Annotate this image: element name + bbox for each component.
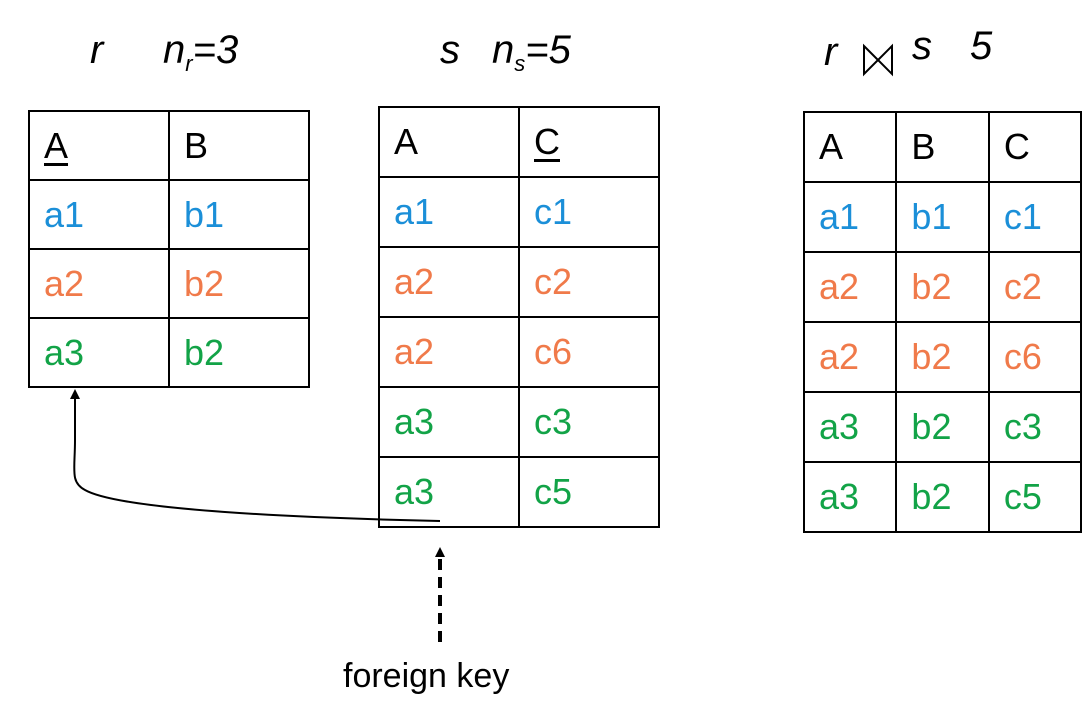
column-header: B <box>895 111 990 183</box>
reference-arrow <box>70 389 441 522</box>
table-cell: c6 <box>987 321 1082 393</box>
relation-r-name: r <box>90 28 104 72</box>
relation-s-name: s <box>440 28 460 72</box>
join-count-value: 5 <box>970 24 993 68</box>
table-cell: c2 <box>518 246 660 318</box>
cardinality-subscript: r <box>185 51 193 76</box>
table-cell: a3 <box>378 386 520 458</box>
table-cell: c1 <box>987 181 1082 253</box>
foreign-key-label: foreign key <box>343 657 510 695</box>
table-cell: c5 <box>518 456 660 528</box>
join-right-operand-wrap: s <box>912 26 932 66</box>
table-cell: a1 <box>802 181 898 253</box>
table-cell: a1 <box>28 179 170 250</box>
table-cell: c3 <box>518 386 660 458</box>
cardinality-value: =3 <box>192 28 239 72</box>
column-header: A <box>802 111 898 183</box>
column-header: C <box>987 111 1082 183</box>
table-cell: b2 <box>895 461 990 533</box>
relation-s-title: s <box>440 30 460 70</box>
table-cell: a3 <box>802 391 898 463</box>
table-cell: b2 <box>168 248 310 319</box>
relation-r-title: r <box>90 30 103 70</box>
column-header: B <box>168 110 310 181</box>
table-cell: b1 <box>168 179 310 250</box>
table-cell: b2 <box>895 391 990 463</box>
table-cell: a3 <box>802 461 898 533</box>
column-header: A <box>28 110 170 181</box>
table-cell: a2 <box>378 316 520 388</box>
table-cell: a3 <box>378 456 520 528</box>
table-cell: b2 <box>895 321 990 393</box>
relation-s-cardinality: ns=5 <box>492 30 571 75</box>
table-cell: c5 <box>987 461 1082 533</box>
table-cell: c3 <box>987 391 1082 463</box>
join-title: r <box>824 32 837 72</box>
relation-r-cardinality: nr=3 <box>163 30 238 75</box>
column-header: A <box>378 106 520 178</box>
join-left-operand: r <box>824 30 838 74</box>
join-right-operand: s <box>912 24 932 68</box>
table-cell: b1 <box>895 181 990 253</box>
cardinality-subscript: s <box>514 51 526 76</box>
table-cell: a3 <box>28 317 170 388</box>
column-header: C <box>518 106 660 178</box>
cardinality-base: n <box>492 28 515 72</box>
natural-join-bowtie-icon <box>863 43 893 77</box>
cardinality-base: n <box>163 28 186 72</box>
table-cell: a1 <box>378 176 520 248</box>
table-cell: a2 <box>802 251 898 323</box>
table-cell: b2 <box>895 251 990 323</box>
table-cell: a2 <box>28 248 170 319</box>
table-cell: c1 <box>518 176 660 248</box>
table-cell: b2 <box>168 317 310 388</box>
table-cell: a2 <box>378 246 520 318</box>
table-cell: c2 <box>987 251 1082 323</box>
cardinality-value: =5 <box>525 28 571 72</box>
table-cell: a2 <box>802 321 898 393</box>
table-cell: c6 <box>518 316 660 388</box>
join-count: 5 <box>970 26 992 66</box>
